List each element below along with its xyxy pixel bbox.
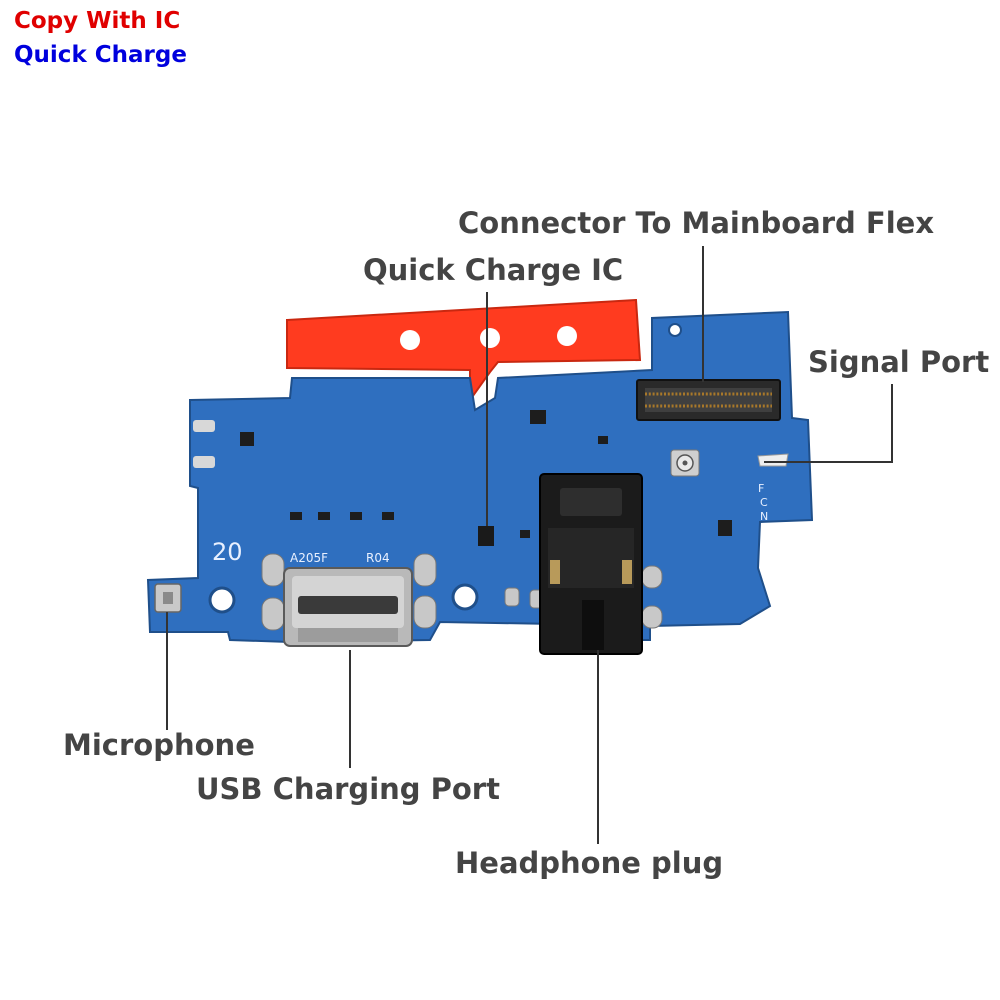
usb-c-port: [283, 567, 413, 647]
callout-microphone: Microphone: [63, 728, 255, 762]
callout-quick-charge-ic: Quick Charge IC: [363, 253, 624, 287]
silkscreen-number: 20: [212, 538, 243, 566]
leader-signal-port: [764, 384, 893, 463]
microphone-component: [154, 583, 182, 613]
mainboard-flex-connector: [636, 379, 781, 421]
header-quick-charge: Quick Charge: [14, 42, 187, 68]
callout-headphone-plug: Headphone plug: [455, 846, 724, 880]
header-copy-with-ic: Copy With IC: [14, 8, 181, 34]
silkscreen-mark-n: N: [760, 510, 768, 523]
silkscreen-revision: R04: [366, 551, 390, 565]
leader-lines: [166, 246, 893, 844]
silkscreen-model: A205F: [290, 551, 328, 565]
silkscreen-mark-f: F: [758, 482, 764, 495]
silkscreen-mark-c: C: [760, 496, 768, 509]
red-tape: [286, 298, 642, 404]
callout-signal-port: Signal Port: [808, 345, 990, 379]
callout-usb-charging-port: USB Charging Port: [196, 772, 500, 806]
quick-charge-ic-chip: [478, 526, 494, 546]
callout-connector-to-mainboard-flex: Connector To Mainboard Flex: [458, 206, 935, 240]
headphone-jack: [539, 473, 643, 655]
